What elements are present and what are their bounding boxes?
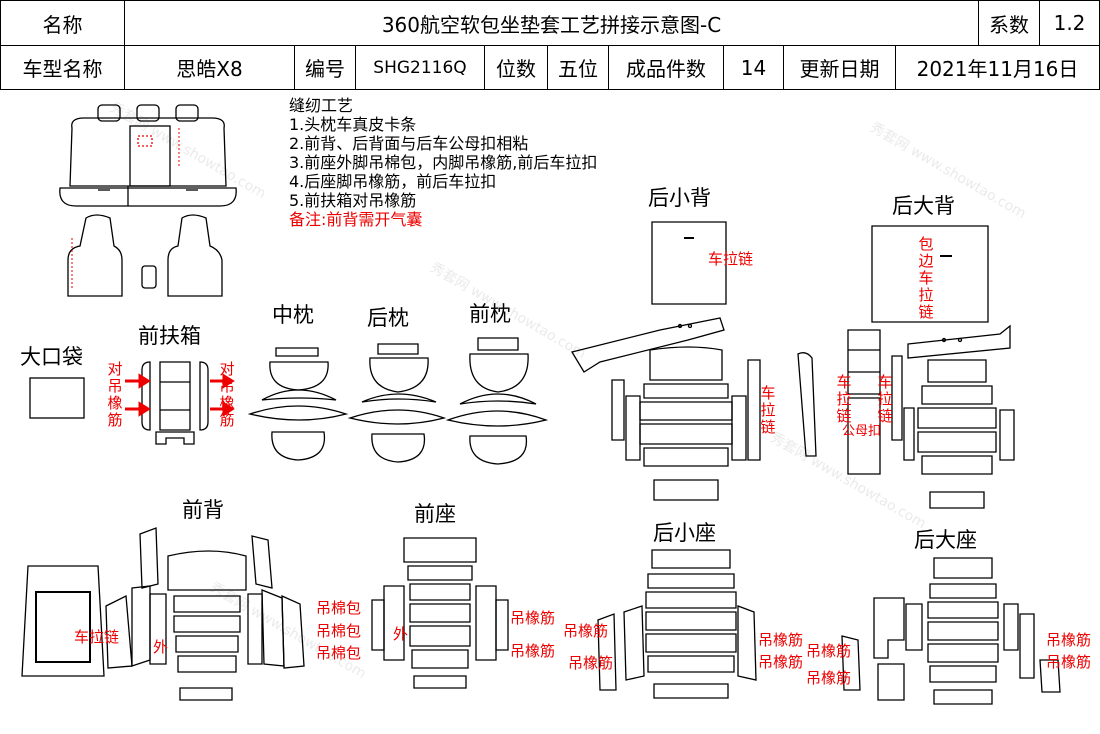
label-mid-headrest: 中枕 bbox=[272, 303, 314, 327]
label-hang-elastic: 吊橡筋 bbox=[563, 622, 609, 640]
label-outer: 外 bbox=[393, 625, 409, 643]
name-label: 名称 bbox=[0, 0, 125, 46]
label-hang-elastic: 吊橡筋 bbox=[806, 642, 852, 660]
label-hang-elastic-left: 对吊橡筋 bbox=[107, 360, 123, 429]
label-hang-cotton: 吊棉包 bbox=[316, 644, 362, 662]
label-rear-big-back: 后大背 bbox=[892, 194, 955, 218]
label-hang-elastic: 吊橡筋 bbox=[568, 654, 614, 672]
front-seat-pieces bbox=[371, 537, 509, 689]
notes-item: 1.头枕车真皮卡条 bbox=[289, 115, 417, 134]
label-hang-elastic: 吊橡筋 bbox=[1046, 631, 1092, 649]
label-hang-cotton: 吊棉包 bbox=[316, 599, 362, 617]
label-zipper-vert: 车拉链 bbox=[836, 373, 852, 425]
seat-overview bbox=[59, 104, 237, 297]
rear-headrest-pieces bbox=[347, 343, 447, 463]
label-hang-elastic: 吊橡筋 bbox=[510, 642, 556, 660]
front-back-pieces bbox=[21, 527, 305, 701]
label-hang-elastic-right: 对吊橡筋 bbox=[219, 360, 235, 429]
seats-label: 位数 bbox=[484, 45, 548, 90]
label-front-headrest: 前枕 bbox=[469, 302, 511, 326]
notes-item: 4.后座脚吊橡筋，前后车拉扣 bbox=[289, 172, 497, 191]
front-armrest-pieces bbox=[141, 361, 209, 445]
label-front-back: 前背 bbox=[182, 498, 224, 522]
rear-small-back-pieces bbox=[570, 221, 761, 501]
label-zipper-vert: 车拉链 bbox=[877, 373, 893, 425]
pieces-value: 14 bbox=[723, 45, 784, 90]
date-value: 2021年11月16日 bbox=[895, 45, 1100, 90]
code-value: SHG2116Q bbox=[355, 45, 485, 90]
header-table: 名称 360航空软包坐垫套工艺拼接示意图-C 系数 1.2 车型名称 思皓X8 … bbox=[0, 0, 1100, 90]
label-male-female: 公母扣 bbox=[842, 424, 882, 439]
label-hang-elastic: 吊橡筋 bbox=[510, 609, 556, 627]
label-hang-elastic: 吊橡筋 bbox=[806, 669, 852, 687]
notes-title: 缝纫工艺 bbox=[289, 96, 354, 115]
notes-item: 5.前扶箱对吊橡筋 bbox=[289, 191, 417, 210]
model-label: 车型名称 bbox=[0, 45, 125, 90]
sewing-notes: 缝纫工艺 1.头枕车真皮卡条 2.前背、后背面与后车公母扣相粘 3.前座外脚吊棉… bbox=[289, 96, 597, 229]
red-arrows bbox=[125, 373, 235, 417]
rear-small-seat-pieces bbox=[597, 549, 757, 699]
label-rear-big-seat: 后大座 bbox=[914, 528, 977, 552]
coef-label: 系数 bbox=[978, 0, 1040, 46]
label-rear-small-back: 后小背 bbox=[648, 186, 711, 210]
rear-big-back-pieces bbox=[797, 225, 1015, 509]
label-zipper: 车拉链 bbox=[74, 628, 120, 646]
label-big-pocket: 大口袋 bbox=[20, 345, 83, 369]
pieces-label: 成品件数 bbox=[608, 45, 724, 90]
label-hang-elastic: 吊橡筋 bbox=[758, 631, 804, 649]
label-rear-small-seat: 后小座 bbox=[653, 521, 716, 545]
label-front-seat: 前座 bbox=[414, 502, 456, 526]
label-hang-cotton: 吊棉包 bbox=[316, 622, 362, 640]
label-edge-zipper: 包边车拉链 bbox=[918, 235, 934, 321]
date-label: 更新日期 bbox=[783, 45, 896, 90]
label-zipper-vert: 车拉链 bbox=[760, 384, 776, 436]
model-value: 思皓X8 bbox=[124, 45, 295, 90]
notes-item: 2.前背、后背面与后车公母扣相粘 bbox=[289, 134, 529, 153]
notes-remark: 备注:前背需开气囊 bbox=[289, 210, 423, 229]
label-front-armrest: 前扶箱 bbox=[138, 324, 201, 348]
notes-item: 3.前座外脚吊棉包，内脚吊橡筋,前后车拉扣 bbox=[289, 153, 598, 172]
label-hang-elastic: 吊橡筋 bbox=[1046, 653, 1092, 671]
label-zipper: 车拉链 bbox=[708, 250, 754, 268]
code-label: 编号 bbox=[294, 45, 356, 90]
coef-value: 1.2 bbox=[1039, 0, 1100, 46]
label-hang-elastic: 吊橡筋 bbox=[758, 653, 804, 671]
rear-big-seat-pieces bbox=[841, 557, 1061, 705]
big-pocket-piece bbox=[29, 377, 85, 419]
mid-headrest-pieces bbox=[247, 347, 349, 461]
label-rear-headrest: 后枕 bbox=[367, 306, 409, 330]
front-headrest-pieces bbox=[445, 337, 549, 465]
label-outer: 外 bbox=[153, 638, 169, 656]
